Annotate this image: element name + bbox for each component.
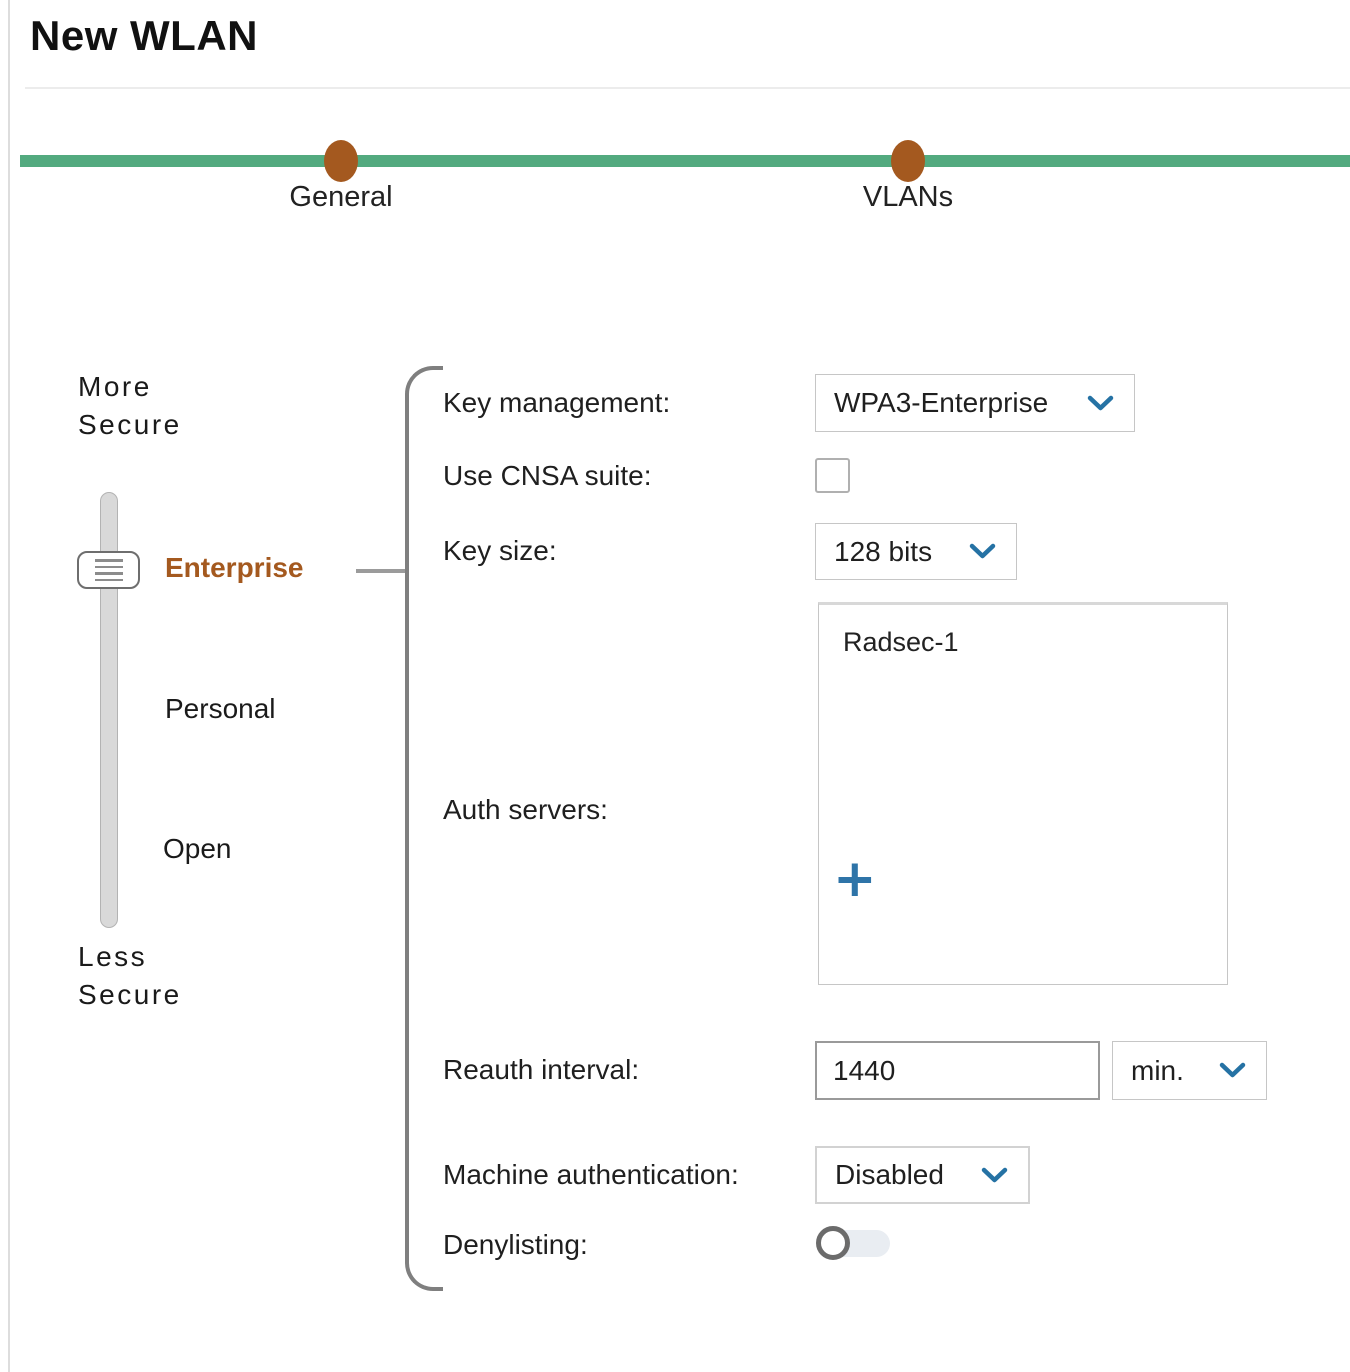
machine-authentication-value: Disabled [835,1159,944,1190]
auth-server-item[interactable]: Radsec-1 [843,627,959,657]
key-size-value: 128 bits [834,535,933,567]
security-level-enterprise[interactable]: Enterprise [165,552,304,583]
key-size-label: Key size: [443,535,557,566]
chevron-down-icon [981,1167,1008,1182]
step-dot-vlans[interactable] [891,140,925,182]
toggle-knob [816,1226,850,1260]
machine-authentication-select[interactable]: Disabled [815,1146,1030,1204]
reauth-interval-input[interactable] [815,1041,1100,1100]
reauth-interval-label: Reauth interval: [443,1054,640,1085]
chevron-down-icon [1219,1062,1246,1078]
key-management-select[interactable]: WPA3-Enterprise [815,374,1135,432]
title-divider [25,87,1350,89]
less-secure-label: Less Secure [78,941,182,1010]
step-label-vlans[interactable]: VLANs [862,181,954,213]
key-management-value: WPA3-Enterprise [834,387,1049,418]
step-dot-general[interactable] [324,140,358,182]
chevron-down-icon [1087,395,1114,410]
page-left-border [8,0,10,1372]
page-title: New WLAN [30,12,258,59]
step-label-general[interactable]: General [289,181,393,213]
auth-servers-list[interactable]: Radsec-1 + [818,602,1228,985]
security-level-personal[interactable]: Personal [165,693,276,724]
security-slider-handle[interactable] [77,551,140,589]
machine-authentication-label: Machine authentication: [443,1159,739,1190]
chevron-down-icon [969,543,996,559]
stepper-progress-bar [20,155,1350,167]
add-auth-server-button[interactable]: + [833,849,877,909]
reauth-unit-select[interactable]: min. [1112,1041,1267,1100]
use-cnsa-checkbox[interactable] [815,458,850,493]
key-management-label: Key management: [443,387,671,418]
security-slider-track[interactable] [100,492,118,928]
use-cnsa-label: Use CNSA suite: [443,460,652,491]
reauth-unit-value: min. [1131,1054,1184,1086]
more-secure-label: More Secure [78,371,182,440]
auth-servers-label: Auth servers: [443,794,608,825]
denylisting-label: Denylisting: [443,1229,588,1260]
form-group-bracket [405,366,443,1291]
key-size-select[interactable]: 128 bits [815,523,1017,580]
enterprise-connector-line [356,569,408,573]
denylisting-toggle[interactable] [816,1226,890,1260]
security-level-open[interactable]: Open [163,833,232,864]
